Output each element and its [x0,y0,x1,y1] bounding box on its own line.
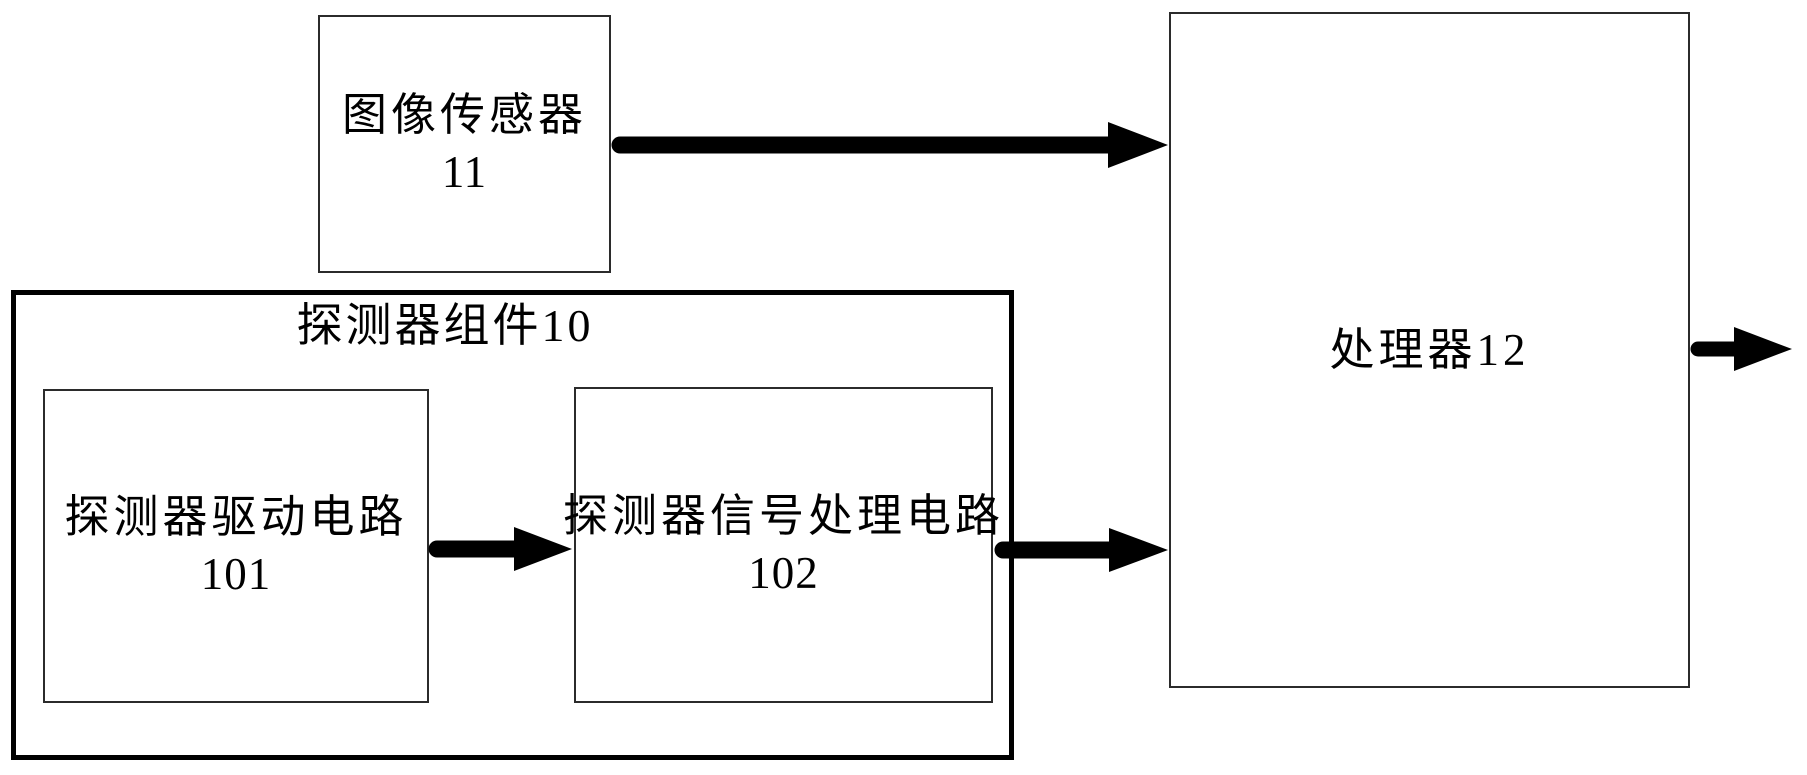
detector-signal-ref: 102 [748,548,819,598]
detector-driver-label: 探测器驱动电路 [64,492,408,542]
image-sensor-ref: 11 [441,147,488,197]
arrow-processor-output [1690,327,1792,371]
processor-label: 处理器12 [1329,324,1530,375]
detector-driver-ref: 101 [200,549,272,599]
detector-signal-label: 探测器信号处理电路 [563,491,1005,541]
detector-driver-block: 探测器驱动电路 101 [43,389,429,703]
processor-block: 处理器12 [1169,12,1690,688]
detector-assembly-block [11,290,1014,760]
arrow-signal-to-processor [994,528,1168,572]
detector-signal-block: 探测器信号处理电路 102 [563,387,1000,703]
arrow-image-sensor-to-processor [611,122,1168,168]
detector-assembly-label: 探测器组件10 [296,300,594,351]
image-sensor-label: 图像传感器 [341,90,587,140]
image-sensor-block: 图像传感器 11 [318,15,611,273]
